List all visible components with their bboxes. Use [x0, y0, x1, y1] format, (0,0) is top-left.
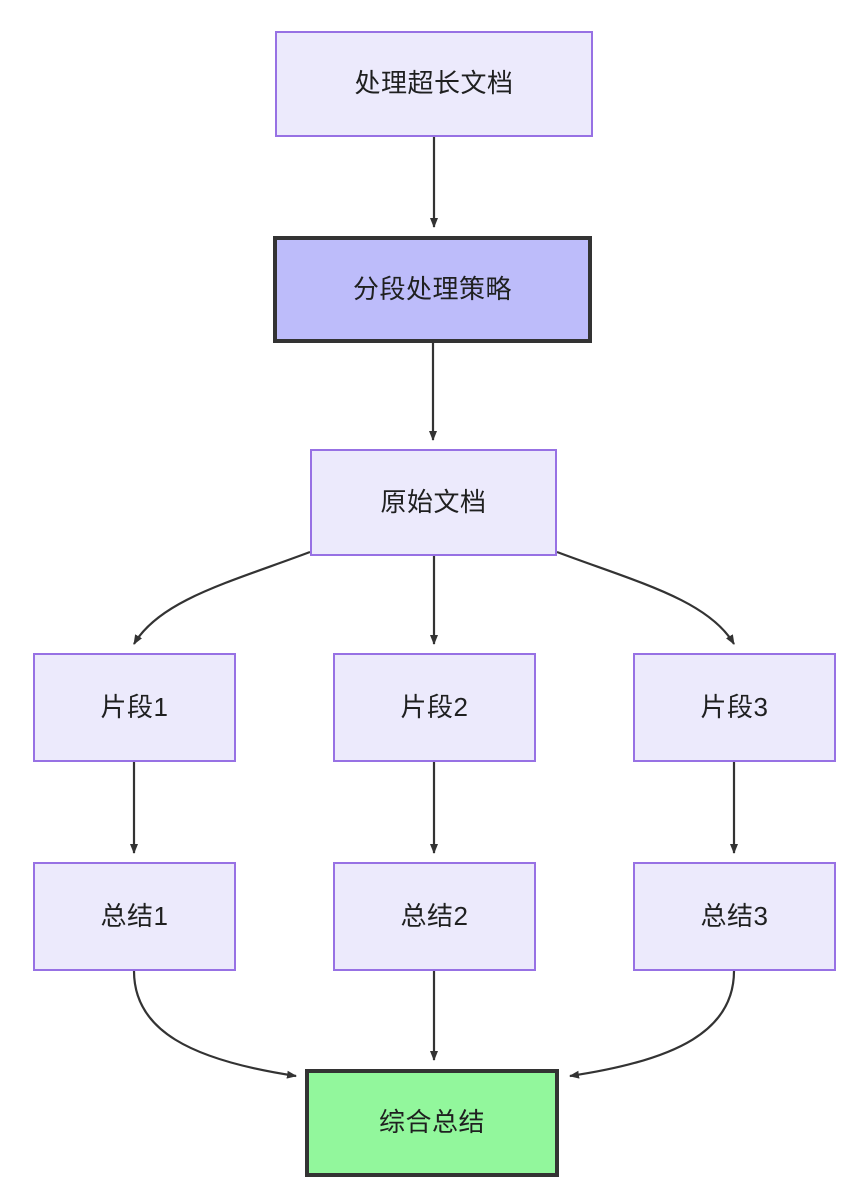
node-label: 总结2 — [400, 900, 469, 931]
node-label: 分段处理策略 — [352, 273, 512, 304]
node-label: 处理超长文档 — [354, 68, 514, 99]
node-label: 总结3 — [700, 900, 769, 931]
node-comprehensive-summary[interactable]: 综合总结 — [305, 1069, 559, 1177]
edge-summary1-to-final — [132, 970, 297, 1079]
node-label: 总结1 — [100, 900, 169, 931]
node-label: 片段1 — [100, 691, 169, 722]
node-original-document[interactable]: 原始文档 — [310, 449, 557, 556]
node-chunking-strategy[interactable]: 分段处理策略 — [273, 236, 592, 343]
node-summary-2[interactable]: 总结2 — [333, 862, 536, 971]
node-summary-1[interactable]: 总结1 — [33, 862, 236, 971]
node-fragment-2[interactable]: 片段2 — [333, 653, 536, 762]
node-label: 片段2 — [400, 691, 469, 722]
node-fragment-3[interactable]: 片段3 — [633, 653, 836, 762]
node-label: 片段3 — [700, 691, 769, 722]
edge-summary3-to-final — [569, 970, 736, 1079]
edge-original-to-fragment1 — [133, 550, 311, 645]
node-summary-3[interactable]: 总结3 — [633, 862, 836, 971]
node-label: 综合总结 — [378, 1107, 485, 1138]
node-fragment-1[interactable]: 片段1 — [33, 653, 236, 762]
node-label: 原始文档 — [380, 486, 487, 517]
node-process-long-document[interactable]: 处理超长文档 — [275, 31, 593, 137]
edge-original-to-fragment3 — [556, 550, 735, 645]
